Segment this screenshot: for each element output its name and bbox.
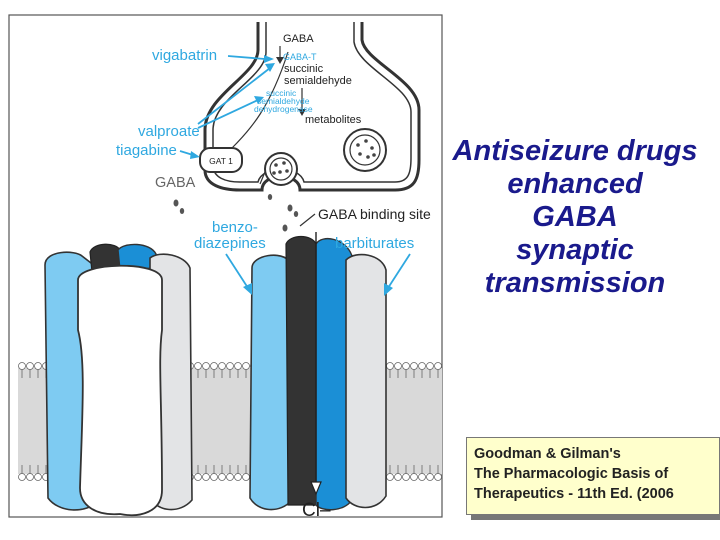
gaba-t-label: GABA-T	[283, 52, 317, 62]
succinic-to-metabolites-arrowhead	[298, 109, 306, 116]
tiagabine-label: tiagabine	[116, 142, 177, 159]
lipid-head	[226, 473, 234, 481]
lipid-head	[410, 473, 418, 481]
title-line: enhanced	[507, 168, 643, 200]
lipid-head	[26, 473, 34, 481]
chloride-channel-arrowhead	[310, 481, 322, 496]
lipid-head	[234, 473, 242, 481]
lipid-head	[426, 473, 434, 481]
ssadh-label-3: dehydrogenase	[254, 104, 313, 114]
succinic-semialdehyde-label-2: semialdehyde	[284, 75, 352, 87]
lipid-head	[234, 362, 242, 370]
gat1-uptake-arrow	[231, 51, 289, 149]
lipid-head	[34, 362, 42, 370]
gat1-label: GAT 1	[209, 156, 233, 166]
gaba-molecules	[173, 194, 299, 232]
gaba-left-label: GABA	[155, 175, 196, 191]
receptor-right-subunit-dark	[285, 235, 317, 506]
vigabatrin-arrowhead	[264, 55, 274, 63]
chloride-ion-label: Cl–	[302, 500, 331, 521]
reference-line: The Pharmacologic Basis of	[474, 466, 669, 482]
gaba-a-receptor-right	[249, 232, 387, 511]
gaba-top-label: GABA	[283, 33, 314, 45]
valproate-arrowhead-gabat	[265, 63, 275, 72]
lipid-head	[394, 473, 402, 481]
title-line: transmission	[484, 267, 666, 299]
gat1-transporter: GAT 1	[199, 147, 243, 173]
lipid-head	[386, 473, 394, 481]
slide-title: Antiseizure drugs enhanced GABA synaptic…	[430, 135, 720, 300]
lipid-head	[402, 362, 410, 370]
lipid-head	[194, 362, 202, 370]
gaba-release-arrow	[259, 171, 266, 185]
ssadh-label-2: semialdehyde	[257, 96, 310, 106]
benzodiazepines-arrowhead	[243, 283, 252, 295]
lipid-head	[218, 473, 226, 481]
receptor-left-subunit-white	[77, 264, 163, 517]
lipid-head	[18, 362, 26, 370]
lipid-head	[218, 362, 226, 370]
metabolites-label: metabolites	[305, 114, 362, 126]
lipid-head	[34, 473, 42, 481]
reference-box: Goodman & Gilman's The Pharmacologic Bas…	[466, 437, 720, 515]
title-line: synaptic	[516, 234, 634, 266]
lipid-head	[434, 362, 442, 370]
lipid-head	[418, 362, 426, 370]
succinic-semialdehyde-label-1: succinic	[284, 63, 324, 75]
barbiturates-label: barbiturates	[335, 235, 414, 252]
barbiturates-arrowhead	[384, 283, 393, 296]
lipid-head	[202, 473, 210, 481]
valproate-label: valproate	[138, 123, 200, 140]
lipid-head	[386, 362, 394, 370]
lipid-head	[418, 473, 426, 481]
lipid-head	[426, 362, 434, 370]
vesicle-fusing	[264, 152, 298, 186]
vigabatrin-arrow	[227, 55, 266, 60]
benzodiazepines-label-1: benzo-	[212, 219, 258, 236]
benzodiazepines-label-2: diazepines	[194, 235, 266, 252]
lipid-head	[226, 362, 234, 370]
gaba-a-receptor-left	[44, 243, 193, 517]
receptor-right-subunit-gray	[345, 253, 387, 509]
valproate-arrow-gabat	[197, 67, 271, 125]
tiagabine-arrowhead	[190, 151, 200, 159]
lipid-head	[402, 473, 410, 481]
lipid-head	[242, 362, 250, 370]
valproate-arrowhead-ssadh	[254, 96, 264, 104]
gaba-binding-site-pointer	[299, 213, 316, 227]
lipid-head	[434, 473, 442, 481]
title-line: Antiseizure drugs	[452, 135, 698, 167]
gaba-to-succinic-arrowhead	[276, 57, 284, 64]
title-line: GABA	[532, 201, 618, 233]
lipid-head	[194, 473, 202, 481]
gaba-binding-site-label: GABA binding site	[318, 206, 431, 222]
lipid-head	[210, 362, 218, 370]
lipid-head	[394, 362, 402, 370]
valproate-arrow-ssadh	[197, 99, 259, 129]
barbiturates-arrow	[387, 253, 411, 289]
receptor-right-subunit-light-blue	[249, 254, 293, 511]
lipid-head	[410, 362, 418, 370]
vesicle-storage	[343, 128, 387, 172]
reference-line: Therapeutics - 11th Ed. (2006	[474, 486, 674, 502]
lipid-head	[202, 362, 210, 370]
benzodiazepines-arrow	[225, 253, 249, 289]
reference-line: Goodman & Gilman's	[474, 446, 621, 462]
lipid-head	[242, 473, 250, 481]
ssadh-label-1: succinic	[266, 88, 297, 98]
lipid-head	[18, 473, 26, 481]
lipid-head	[210, 473, 218, 481]
vigabatrin-label: vigabatrin	[152, 47, 217, 64]
lipid-head	[26, 362, 34, 370]
